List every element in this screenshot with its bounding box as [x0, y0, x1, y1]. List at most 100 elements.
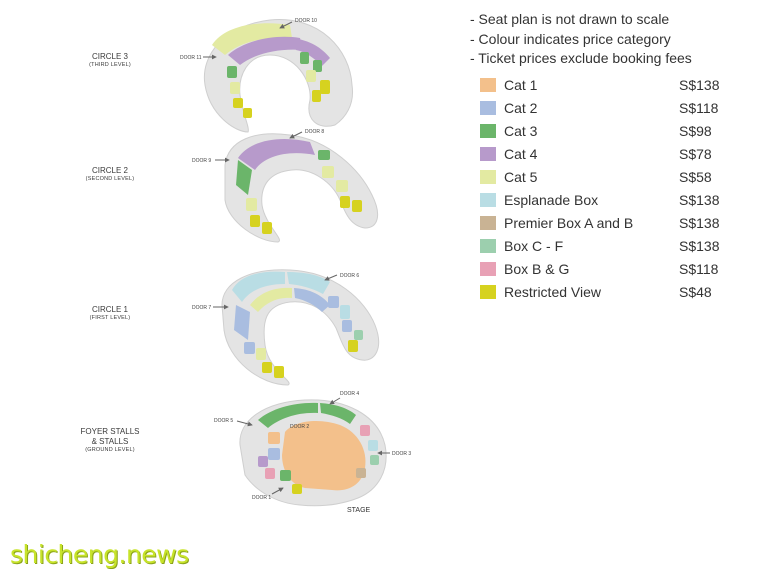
seat-block	[262, 362, 272, 373]
legend-swatch	[480, 285, 496, 299]
door-arrow	[329, 397, 341, 405]
seat-block	[320, 80, 330, 94]
seat-block	[274, 366, 284, 378]
legend-row-cat-4: Cat 4 S$78	[480, 144, 730, 167]
seat-block	[262, 222, 272, 234]
legend-price: S$138	[679, 215, 720, 231]
seat-block	[360, 425, 370, 436]
seat-block	[228, 36, 303, 65]
seat-block	[227, 66, 237, 78]
seat-block	[230, 82, 240, 94]
legend-swatch	[480, 193, 496, 207]
seat-block	[294, 288, 330, 312]
legend-name: Cat 2	[504, 100, 538, 116]
stalls-map: DOOR 4 DOOR 5 DOOR 2 DOOR 3 DOOR 1 STAGE	[214, 391, 411, 514]
seat-block	[232, 271, 285, 302]
seat-block	[258, 402, 318, 428]
legend-row-cat-1: Cat 1 S$138	[480, 75, 730, 98]
legend-swatch	[480, 262, 496, 276]
legend-row-box-b-g: Box B & G S$118	[480, 259, 730, 282]
door-arrow	[271, 487, 284, 495]
notes: - Seat plan is not drawn to scale - Colo…	[470, 10, 692, 69]
seat-block	[354, 330, 363, 340]
level-name: CIRCLE 3	[91, 52, 128, 61]
legend-swatch	[480, 239, 496, 253]
note-line: - Ticket prices exclude booking fees	[470, 50, 692, 66]
seat-block	[250, 215, 260, 227]
legend-name: Box B & G	[504, 261, 570, 277]
seat-block	[238, 138, 315, 170]
level-sub: (SECOND LEVEL)	[85, 176, 135, 182]
seat-block	[265, 468, 275, 479]
legend-name: Esplanade Box	[504, 192, 599, 208]
level-name: CIRCLE 2	[91, 166, 128, 175]
legend-swatch	[480, 124, 496, 138]
seat-block	[370, 455, 379, 465]
legend-price: S$78	[679, 146, 712, 162]
legend-swatch	[480, 147, 496, 161]
door-label: DOOR 10	[295, 18, 317, 24]
door-label: DOOR 1	[252, 495, 271, 501]
door-label: DOOR 3	[392, 451, 411, 457]
door-arrow	[324, 274, 338, 281]
seat-block	[313, 60, 322, 72]
legend-name: Cat 5	[504, 169, 538, 185]
price-legend: Cat 1 S$138 Cat 2 S$118 Cat 3 S$98 Cat 4…	[480, 75, 730, 305]
legend-name: Cat 1	[504, 77, 538, 93]
seat-block	[280, 470, 291, 481]
legend-price: S$138	[679, 192, 720, 208]
seat-block	[300, 52, 309, 64]
legend-price: S$138	[679, 238, 720, 254]
legend-price: S$98	[679, 123, 712, 139]
seat-block	[268, 448, 280, 460]
legend-row-cat-5: Cat 5 S$58	[480, 167, 730, 190]
stage-label: STAGE	[347, 507, 371, 514]
seat-block	[256, 348, 266, 360]
door-label: DOOR 9	[192, 158, 211, 164]
seat-block	[268, 432, 280, 444]
seat-block	[348, 340, 358, 352]
legend-row-cat-2: Cat 2 S$118	[480, 98, 730, 121]
level-label-stalls: FOYER STALLS & STALLS (GROUND LEVEL)	[70, 427, 150, 454]
door-label: DOOR 4	[340, 391, 359, 397]
legend-row-cat-3: Cat 3 S$98	[480, 121, 730, 144]
seat-block	[212, 23, 292, 55]
circle-1-map: DOOR 6 DOOR 7	[192, 269, 380, 386]
level-label-circle-1: CIRCLE 1 (FIRST LEVEL)	[70, 305, 150, 322]
seat-block	[328, 296, 339, 308]
legend-row-restricted-view: Restricted View S$48	[480, 282, 730, 305]
level-name: FOYER STALLS & STALLS	[80, 427, 140, 446]
door-arrow	[289, 131, 303, 139]
note-line: - Colour indicates price category	[470, 30, 671, 47]
legend-name: Cat 3	[504, 123, 538, 139]
seat-block	[233, 98, 243, 108]
seat-block	[318, 150, 330, 160]
seat-block	[292, 38, 330, 66]
legend-row-premier-box: Premier Box A and B S$138	[480, 213, 730, 236]
seat-block	[234, 305, 250, 340]
door-label: DOOR 11	[180, 55, 202, 61]
note-line: - Seat plan is not drawn to scale	[470, 11, 670, 27]
seat-block	[368, 440, 378, 451]
seat-block	[312, 90, 321, 102]
seat-block	[306, 70, 316, 82]
seat-block	[292, 484, 302, 494]
door-arrow	[236, 420, 253, 427]
seat-block	[322, 166, 334, 178]
legend-name: Cat 4	[504, 146, 538, 162]
legend-swatch	[480, 78, 496, 92]
legend-swatch	[480, 101, 496, 115]
seat-block	[250, 287, 292, 312]
seat-block	[336, 180, 348, 192]
legend-swatch	[480, 170, 496, 184]
legend-row-box-c-f: Box C - F S$138	[480, 236, 730, 259]
legend-name: Restricted View	[504, 284, 602, 300]
seat-block	[244, 342, 255, 354]
seat-block	[320, 403, 356, 424]
level-label-circle-2: CIRCLE 2 (SECOND LEVEL)	[70, 166, 150, 183]
circle-2-map: DOOR 8 DOOR 9	[192, 129, 379, 243]
seating-plan: DOOR 10 DOOR 11 DOOR 8 DOOR 9	[180, 18, 411, 514]
legend-price: S$118	[679, 100, 719, 116]
legend-price: S$138	[679, 77, 720, 93]
door-label: DOOR 2	[290, 424, 309, 430]
